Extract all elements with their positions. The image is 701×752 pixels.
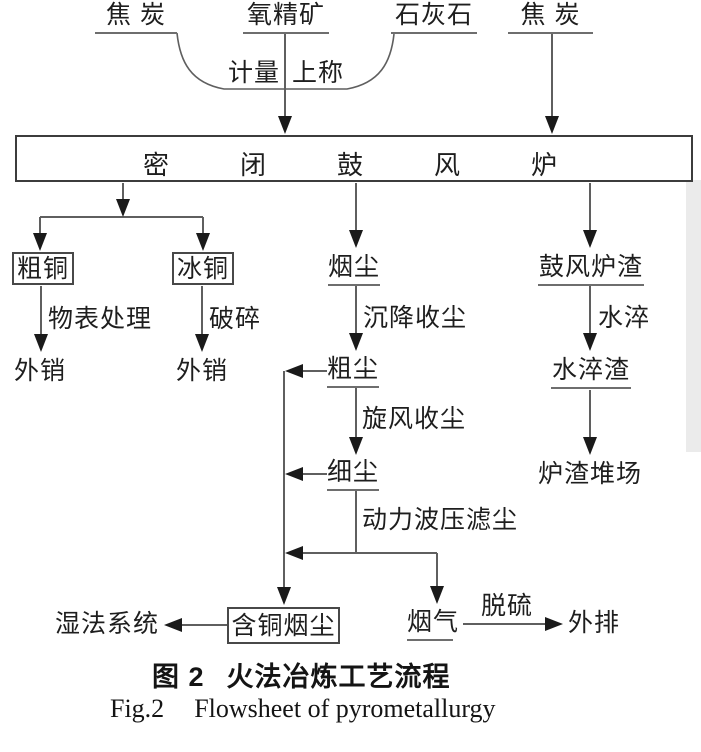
arrowhead-left bbox=[285, 467, 303, 481]
hopper-curve bbox=[176, 32, 395, 90]
arrowhead-left bbox=[285, 364, 303, 378]
arrowhead-left bbox=[285, 546, 303, 560]
label-metering: 计量 bbox=[228, 59, 281, 87]
node-coarse-dust: 粗尘 bbox=[327, 356, 379, 388]
arrowhead-down bbox=[583, 437, 597, 455]
node-flue-gas: 烟气 bbox=[407, 609, 458, 641]
figure-caption-en: Fig.2 Flowsheet of pyrometallurgy bbox=[110, 694, 496, 724]
figure-title-zh: 火法冶炼工艺流程 bbox=[226, 662, 451, 692]
source-coke-right: 焦 炭 bbox=[508, 2, 593, 34]
source-oxygen-concentrate: 氧精矿 bbox=[243, 2, 329, 34]
arrowhead-down bbox=[277, 587, 291, 605]
label-crushing: 破碎 bbox=[209, 305, 262, 333]
arrowhead-down bbox=[195, 334, 209, 352]
arrowhead-down bbox=[430, 586, 444, 604]
label-desulfurization: 脱硫 bbox=[481, 592, 534, 620]
arrowhead-down bbox=[34, 334, 48, 352]
node-quenched-slag: 水淬渣 bbox=[551, 357, 631, 389]
arrowheads bbox=[33, 116, 597, 632]
arrowhead-right bbox=[545, 617, 563, 631]
arrowhead-down bbox=[278, 116, 292, 134]
flow-lines bbox=[39, 32, 591, 626]
figure-title-en: Flowsheet of pyrometallurgy bbox=[194, 694, 496, 723]
label-weighing-up: 上称 bbox=[292, 59, 345, 87]
scan-artifact-strip bbox=[686, 180, 701, 452]
figure-caption-zh: 图 2 火法冶炼工艺流程 bbox=[152, 655, 451, 694]
label-settling-collection: 沉降收尘 bbox=[363, 304, 468, 332]
arrowhead-down bbox=[116, 199, 130, 217]
arrowhead-down bbox=[583, 230, 597, 248]
source-limestone: 石灰石 bbox=[391, 2, 477, 34]
label-water-quenching: 水淬 bbox=[598, 304, 651, 332]
output-discharge: 外排 bbox=[568, 609, 621, 637]
output-slag-yard: 炉渣堆场 bbox=[538, 460, 643, 488]
node-copper-bearing-dust: 含铜烟尘 bbox=[227, 607, 340, 644]
node-fine-dust: 细尘 bbox=[327, 459, 379, 491]
arrowhead-down bbox=[196, 233, 210, 251]
arrowhead-down bbox=[33, 233, 47, 251]
node-flue-dust: 烟尘 bbox=[328, 254, 380, 286]
label-cyclone-collection: 旋风收尘 bbox=[362, 405, 467, 433]
furnace-box: 密闭鼓风炉 bbox=[15, 135, 693, 182]
node-crude-copper: 粗铜 bbox=[12, 252, 74, 285]
arrowhead-left bbox=[164, 618, 182, 632]
label-dynawave-filter: 动力波压滤尘 bbox=[362, 506, 519, 534]
arrowhead-down bbox=[349, 333, 363, 351]
furnace-label: 密闭鼓风炉 bbox=[143, 150, 629, 180]
output-export-left: 外销 bbox=[14, 357, 67, 385]
label-surface-treatment: 物表处理 bbox=[48, 305, 153, 333]
node-blast-furnace-slag: 鼓风炉渣 bbox=[538, 254, 644, 286]
output-export-right: 外销 bbox=[176, 357, 229, 385]
node-matte: 冰铜 bbox=[172, 252, 234, 285]
arrowhead-down bbox=[545, 116, 559, 134]
arrowhead-down bbox=[349, 437, 363, 455]
figure-number-zh: 图 2 bbox=[152, 662, 205, 692]
source-coke-left: 焦 炭 bbox=[95, 2, 177, 34]
arrowhead-down bbox=[349, 230, 363, 248]
output-wet-process-system: 湿法系统 bbox=[55, 610, 160, 638]
figure-number-en: Fig.2 bbox=[110, 694, 165, 723]
arrowhead-down bbox=[583, 333, 597, 351]
